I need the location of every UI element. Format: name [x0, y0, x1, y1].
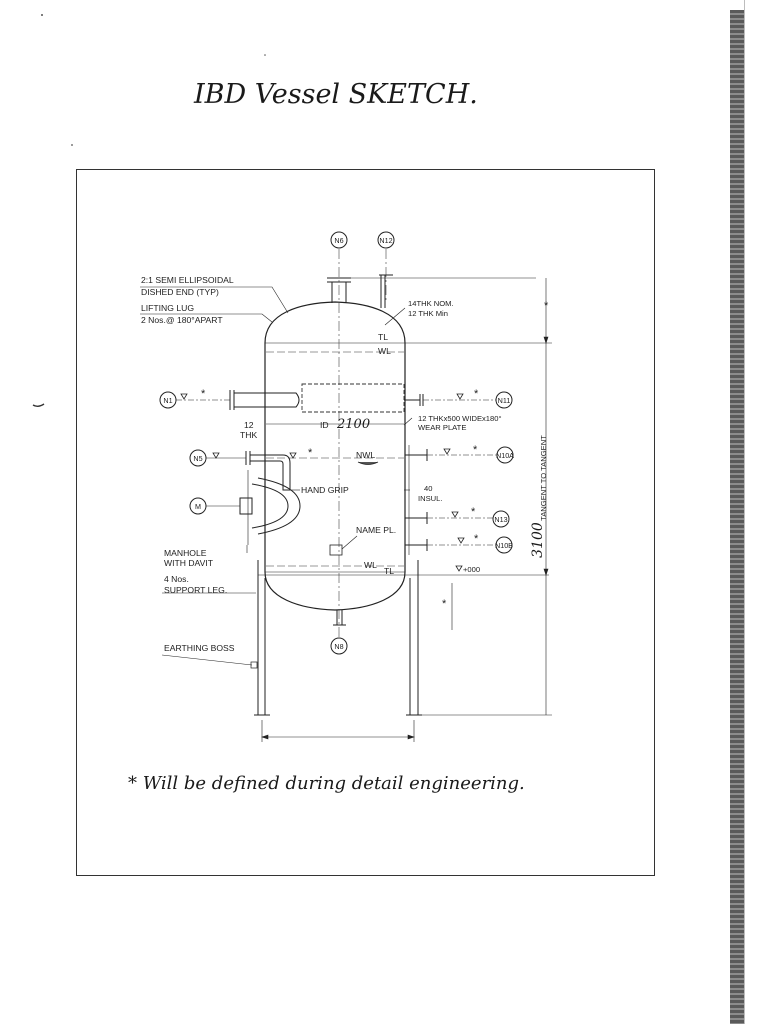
- insulation-label-1: 40: [424, 484, 432, 493]
- thk-min-label: 12 THK Min: [408, 309, 448, 318]
- manhole-bubble-label: M: [195, 502, 201, 511]
- star-mark: *: [201, 388, 206, 400]
- shell-thk-label-2: THK: [240, 430, 257, 440]
- nozzle-n12-label: N12: [379, 236, 392, 245]
- elevation-label: +000: [463, 565, 480, 574]
- nozzle-n5-label: N5: [193, 454, 202, 463]
- lifting-lug-label-2: 2 Nos.@ 180°APART: [141, 315, 223, 325]
- star-mark: *: [473, 444, 478, 456]
- star-mark: *: [442, 598, 447, 610]
- nozzle-n10a: [405, 446, 514, 464]
- hand-grip-label: HAND GRIP: [301, 485, 349, 495]
- name-plate-label: NAME PL.: [356, 525, 396, 535]
- star-mark: *: [474, 388, 479, 400]
- earthing-boss-label: EARTHING BOSS: [164, 643, 235, 653]
- tangent-dimension: [405, 278, 552, 716]
- nozzle-n8: [330, 610, 348, 655]
- star-mark: *: [544, 300, 549, 312]
- inside-diameter-value: 2100: [336, 417, 370, 432]
- nozzle-n10a-label: N10A: [496, 451, 514, 460]
- star-mark: *: [471, 506, 476, 518]
- manhole: [189, 470, 301, 545]
- tl-top-label: TL: [378, 332, 388, 342]
- support-leg-label-1: 4 Nos.: [164, 574, 189, 584]
- nozzle-n6-label: N6: [334, 236, 343, 245]
- wl-bottom-label: WL: [364, 560, 377, 570]
- footnote: * Will be defined during detail engineer…: [128, 773, 525, 794]
- nozzle-n1: [159, 390, 300, 410]
- support-leg-label-2: SUPPORT LEG.: [164, 585, 227, 595]
- binder-edge: [730, 10, 744, 1024]
- nozzle-n5: [189, 449, 297, 491]
- wear-plate-label-2: WEAR PLATE: [418, 423, 466, 432]
- nozzle-n13-label: N13: [494, 515, 507, 524]
- thk-nom-label: 14THK NOM.: [408, 299, 454, 308]
- nozzle-n13: [405, 510, 510, 528]
- dished-end-label-2: DISHED END (TYP): [141, 287, 219, 297]
- tl-bottom-label: TL: [384, 566, 394, 576]
- nozzle-n11: [404, 391, 513, 409]
- binder-line: [744, 0, 745, 1024]
- tangent-value: 3100: [530, 522, 546, 558]
- nwl-label: NWL: [356, 450, 375, 460]
- manhole-label-1: MANHOLE: [164, 548, 207, 558]
- dished-end-label-1: 2:1 SEMI ELLIPSOIDAL: [141, 275, 234, 285]
- nozzle-n8-label: N8: [334, 642, 343, 651]
- star-mark: *: [308, 447, 313, 459]
- nozzle-n11-label: N11: [498, 396, 511, 405]
- sketch-title: IBD Vessel SKETCH.: [193, 79, 478, 110]
- support-legs: [250, 560, 422, 716]
- lifting-lug-label-1: LIFTING LUG: [141, 303, 194, 313]
- manhole-label-2: WITH DAVIT: [164, 558, 214, 568]
- shell-thk-label-1: 12: [244, 420, 254, 430]
- top-nozzles: [327, 274, 536, 308]
- tangent-label: TANGENT TO TANGENT: [539, 435, 548, 521]
- wl-top-label: WL: [378, 346, 391, 356]
- nozzle-n10b-label: N10B: [495, 541, 513, 550]
- nozzle-n1-label: N1: [163, 396, 172, 405]
- inside-diameter-prefix: ID: [320, 420, 329, 430]
- name-plate: [329, 544, 343, 556]
- star-mark: *: [474, 533, 479, 545]
- insulation-label-2: INSUL.: [418, 494, 442, 503]
- nozzle-n10b: [405, 536, 513, 554]
- vessel-body: [258, 301, 418, 611]
- wear-plate-label-1: 12 THKx500 WIDEx180°: [418, 414, 502, 423]
- drawing-frame: [76, 169, 655, 876]
